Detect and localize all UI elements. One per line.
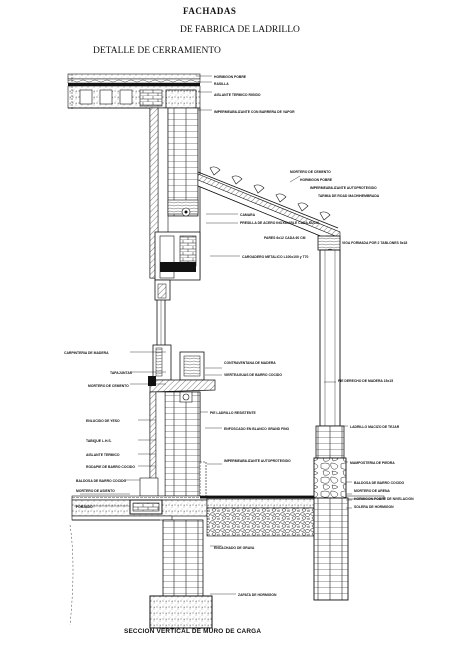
label-tabique: TABIQUE L.H.S.: [86, 439, 112, 443]
label-impermeabilizante-2: IMPERMEABILIZANTE AUTOPROTEGIDO: [224, 459, 291, 463]
drawing-subtitle: DE FABRICA DE LADRILLO: [180, 25, 300, 35]
floor-slab: [71, 495, 385, 537]
label-mortero-cemento: MORTERO DE CEMENTO: [88, 384, 129, 388]
label-impermeabilizante-autoprotegido: IMPERMEABILIZANTE AUTOPROTEGIDO: [310, 186, 377, 190]
label-camara: CAMARA: [240, 213, 256, 217]
label-presilla-acero: PRESILLA DE ACERO INOXIDABLE CADA SUCIA: [240, 221, 320, 225]
label-enfoscado: ENFOSCADO EN BLANCO GRAND FINO: [224, 427, 290, 431]
window-section: [148, 300, 216, 393]
label-mortero-arena: MORTERO DE ARENA: [354, 489, 390, 493]
drawing-title: FACHADAS: [183, 6, 237, 16]
label-pie-derecho: PIE DERECHO DE MADERA 15x15: [338, 379, 393, 383]
label-tapajuntas: TAPAJUNTAS: [110, 371, 133, 375]
label-tarima-machihembrada: TARIMA DE ROAD MACHIHEMBRADA: [318, 194, 380, 198]
label-solera: SOLERA DE HORMIGON: [354, 505, 394, 509]
label-baldosa-right: BALDOSA DE BARRO COCIDO: [354, 481, 405, 485]
timber-post: [313, 249, 349, 601]
label-impermeabilizante-barrera: IMPERMEABILIZANTE CON BARRERA DE VAPOR: [214, 110, 295, 114]
label-enlucido-yeso: ENLUCIDO DE YESO: [86, 419, 120, 423]
label-hormigon-pobre-2: HORMIGON POBRE: [300, 178, 333, 182]
foundation: [69, 519, 213, 629]
label-rasilla: RASILLA: [214, 82, 229, 86]
label-hormigon-nivelacion: HORMIGON POBRE DE NIVELACION: [354, 497, 414, 501]
lower-wall: [139, 391, 207, 497]
label-aislante-termico: AISLANTE TERMICO: [86, 453, 120, 457]
section-heading: DETALLE DE CERRAMIENTO: [93, 46, 221, 56]
drawing-caption: SECCION VERTICAL DE MURO DE CARGA: [124, 628, 262, 635]
label-ladrillo-macizo: LADRILLO MACIZO DE TEJAR: [350, 425, 400, 429]
label-cargadero-metalico: CARGADERO METALICO L100x100 y T70: [242, 255, 309, 259]
flat-roof: [67, 73, 201, 110]
label-carpinteria-madera: CARPINTERIA DE MADERA: [64, 351, 109, 355]
leader-lines: [74, 75, 352, 595]
annotation-labels: HORMIGON POBRE RASILLA AISLANTE TERMICO …: [64, 75, 414, 597]
porch-roof: [197, 166, 341, 256]
label-hormigon-pobre: HORMIGON POBRE: [214, 75, 247, 79]
label-rodapie: RODAPIE DE BARRO COCIDO: [86, 465, 135, 469]
label-mortero-asiento: MORTERO DE ASIENTO: [76, 489, 115, 493]
label-mamposteria-piedra: MAMPOSTERIA DE PIEDRA: [350, 461, 395, 465]
label-pares: PARES 6x12 CADA 60 CM: [264, 236, 306, 240]
label-contraventana: CONTRAVENTANA DE MADERA: [224, 361, 276, 365]
label-encachado: ENCACHADO DE GRAVA: [214, 546, 255, 550]
label-mortero-cemento-top: MORTERO DE CEMENTO: [290, 170, 331, 174]
label-forjado: FORJADO: [76, 505, 93, 509]
label-zapata: ZAPATA DE HORMIGON: [238, 593, 277, 597]
label-baldosa-left: BALDOSA DE BARRO COCIDO: [76, 479, 127, 483]
label-pie-ladrillo: PIE LADRILLO RESISTENTE: [210, 411, 257, 415]
label-viga-tablones: VIGA FORMADA POR 2 TABLONES 5x18: [342, 241, 407, 245]
upper-wall: [149, 107, 201, 301]
label-vierteaguas: VIERTEAGUAS DE BARRO COCIDO: [224, 373, 282, 377]
label-aislante-termico-rigido: AISLANTE TERMICO RIGIDO: [214, 93, 261, 97]
